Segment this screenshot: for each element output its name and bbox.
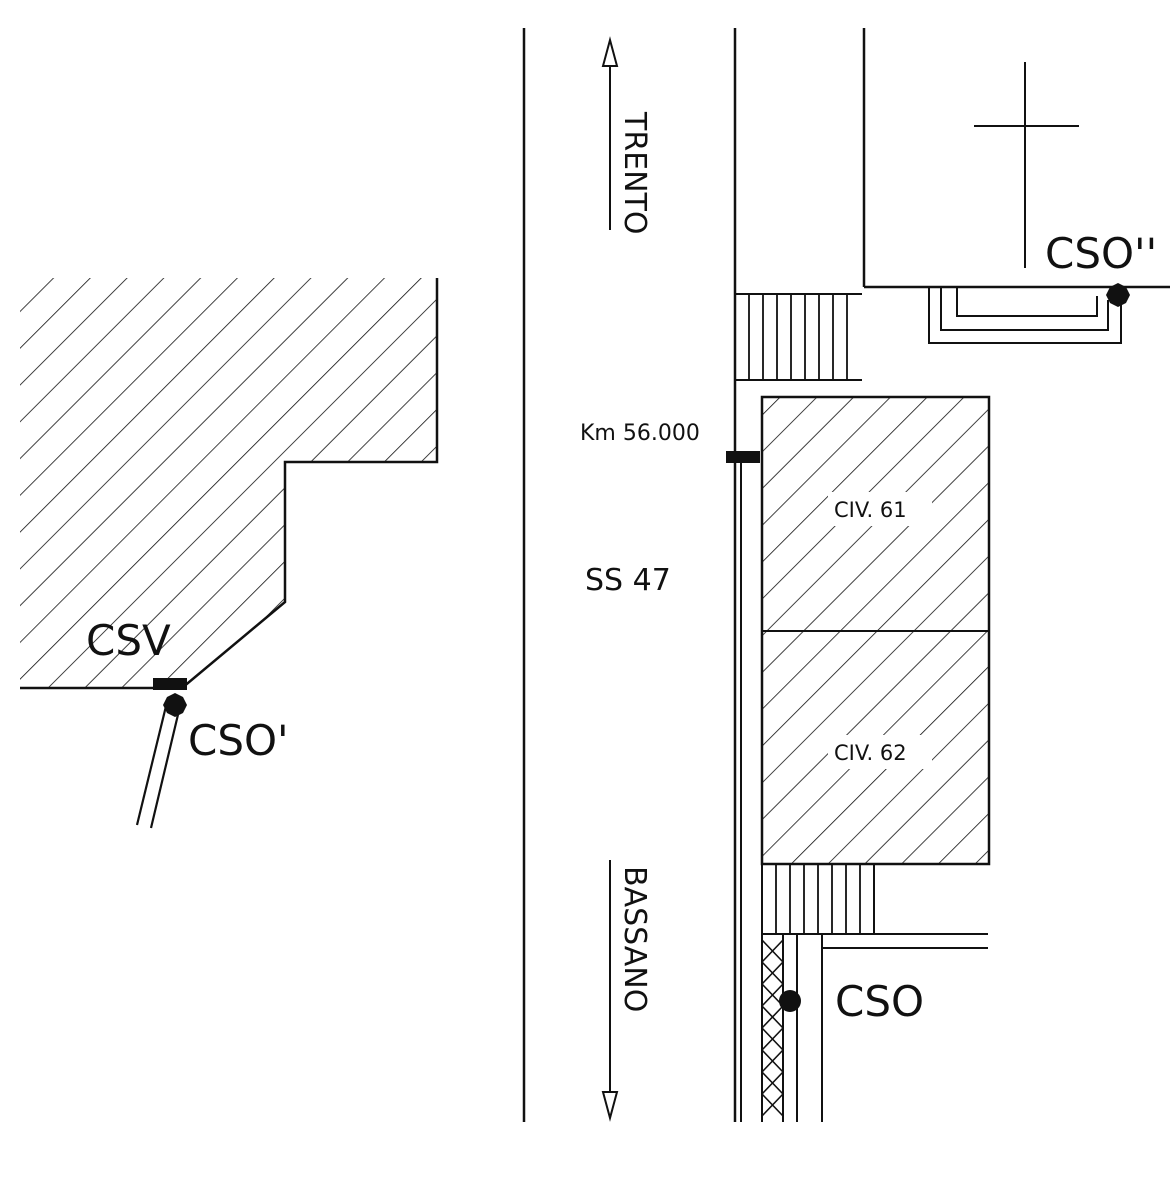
cso-prime-manhole-icon bbox=[163, 693, 187, 717]
road-edges bbox=[522, 28, 737, 1122]
label-bassano: BASSANO bbox=[617, 866, 652, 1012]
arrow-bassano-icon bbox=[601, 860, 619, 1122]
lower-right-plot bbox=[761, 933, 988, 1122]
left-building bbox=[20, 278, 439, 690]
label-csv: CSV bbox=[86, 616, 171, 665]
cso-manhole-icon bbox=[779, 990, 801, 1012]
civ-building bbox=[760, 395, 991, 866]
cso-double-manhole-icon bbox=[1106, 283, 1130, 307]
cso-prime-pipe bbox=[135, 701, 183, 829]
km-marker bbox=[726, 451, 760, 463]
lower-steps bbox=[761, 863, 875, 935]
label-cso-prime: CSO' bbox=[188, 716, 289, 765]
label-trento: TRENTO bbox=[617, 111, 652, 235]
label-civ62: CIV. 62 bbox=[834, 741, 907, 765]
label-km: Km 56.000 bbox=[580, 421, 700, 446]
cross-hatch-strip bbox=[761, 939, 784, 1117]
cso-double-drain bbox=[928, 287, 1122, 344]
upper-steps bbox=[735, 293, 862, 381]
label-road: SS 47 bbox=[585, 563, 671, 598]
arrow-trento-icon bbox=[601, 36, 619, 230]
label-cso: CSO bbox=[835, 977, 924, 1026]
label-cso-double: CSO'' bbox=[1045, 229, 1157, 278]
label-civ61: CIV. 61 bbox=[834, 498, 907, 522]
csv-marker bbox=[153, 678, 187, 690]
